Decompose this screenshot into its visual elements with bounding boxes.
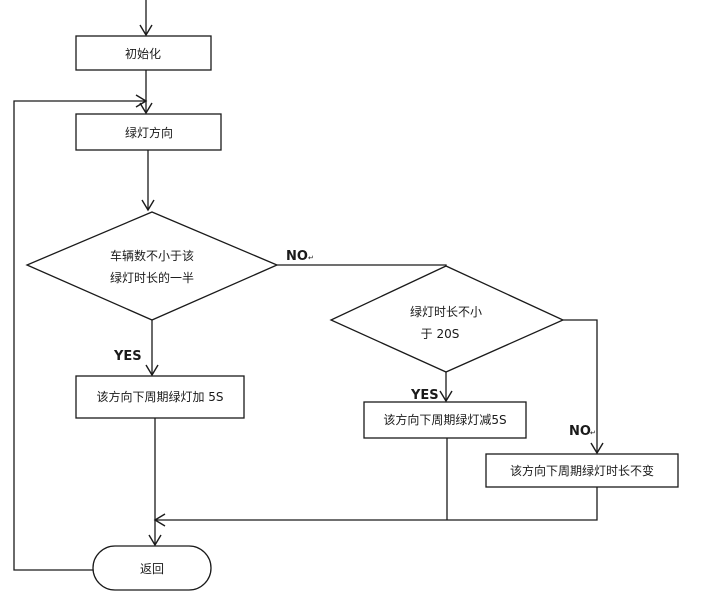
no-label-decision2: NO: [569, 424, 591, 439]
arrow-decision2-no: [563, 319, 604, 455]
return-terminal: [92, 545, 212, 591]
green-direction-box: [75, 113, 222, 151]
decision1-label-line2: 绿灯时长的一半: [110, 270, 194, 285]
line-unchanged-merge: [153, 487, 598, 527]
plus5-label: 该方向下周期绿灯加 5S: [96, 389, 223, 404]
decision1-label-line1: 车辆数不小于该: [110, 248, 194, 263]
no-label-decision1: NO: [286, 249, 308, 264]
yes-label-decision1: YES: [113, 349, 142, 364]
init-label: 初始化: [125, 47, 161, 61]
unchanged-label: 该方向下周期绿灯时长不变: [510, 463, 654, 478]
line-decision1-no: [277, 264, 447, 266]
decision2-diamond: [329, 265, 565, 373]
unchanged-box: [485, 453, 679, 488]
yes-label-decision2: YES: [410, 388, 439, 403]
minus5-label: 该方向下周期绿灯减5S: [383, 412, 506, 427]
no-label-decision1-suffix: ↵: [308, 254, 314, 262]
decision2-label-line2: 于 20S: [421, 327, 460, 341]
decision1-diamond: [25, 211, 279, 321]
green-direction-label: 绿灯方向: [125, 125, 173, 140]
decision2-label-line1: 绿灯时长不小: [410, 304, 482, 319]
return-label: 返回: [140, 562, 164, 576]
no-label-decision2-suffix: ↵: [590, 429, 596, 437]
loop-back-line: [13, 94, 148, 571]
plus5-box: [75, 375, 245, 419]
init-box: [75, 35, 212, 71]
minus5-box: [363, 401, 527, 439]
